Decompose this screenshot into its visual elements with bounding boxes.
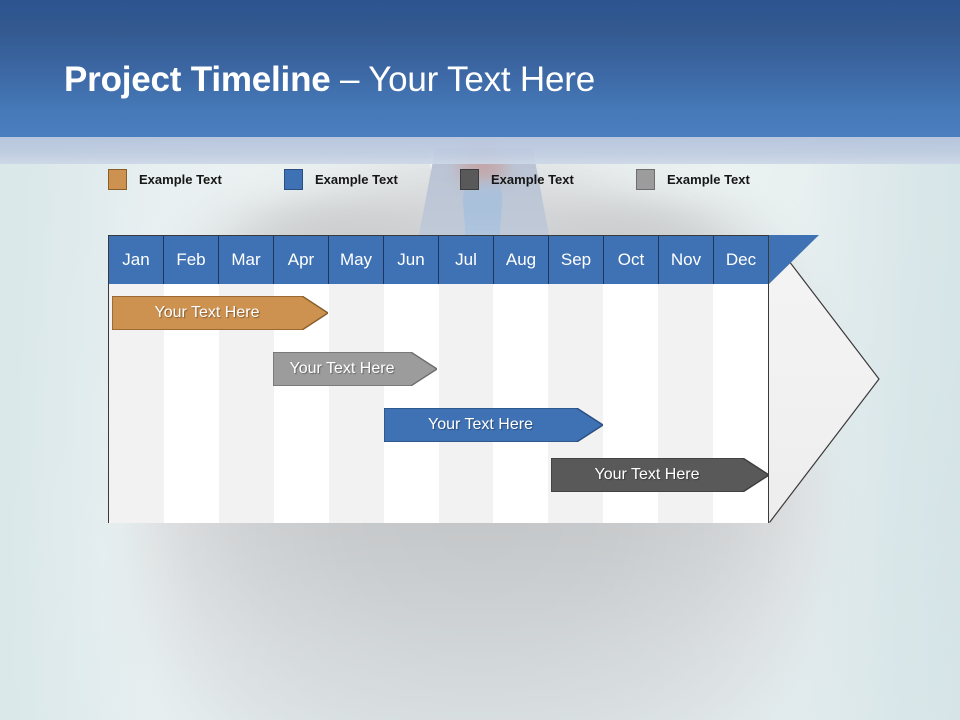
legend-label-2: Example Text bbox=[491, 172, 574, 187]
legend-label-0: Example Text bbox=[139, 172, 222, 187]
legend-item-0[interactable]: Example Text bbox=[108, 169, 222, 190]
month-header-row: Jan Feb Mar Apr May Jun Jul Aug Sep Oct … bbox=[109, 236, 768, 284]
task-bar-3-label: Your Text Here bbox=[594, 466, 700, 483]
legend-swatch-icon-0 bbox=[108, 169, 127, 190]
legend-item-2[interactable]: Example Text bbox=[460, 169, 574, 190]
month-header-aug[interactable]: Aug bbox=[494, 236, 549, 284]
title-bar-accent-band bbox=[0, 137, 960, 164]
legend-item-1[interactable]: Example Text bbox=[284, 169, 398, 190]
month-header-may[interactable]: May bbox=[329, 236, 384, 284]
task-bar-1-shape bbox=[273, 352, 437, 386]
task-bar-2[interactable]: Your Text Here bbox=[384, 408, 603, 442]
month-column-may bbox=[328, 284, 384, 523]
task-bar-0[interactable]: Your Text Here bbox=[112, 296, 328, 330]
month-column-jun bbox=[383, 284, 439, 523]
legend-swatch-icon-2 bbox=[460, 169, 479, 190]
page-title: Project Timeline – Your Text Here bbox=[64, 58, 595, 102]
task-bar-0-shape bbox=[112, 296, 328, 330]
month-header-jul[interactable]: Jul bbox=[439, 236, 494, 284]
month-header-nov[interactable]: Nov bbox=[659, 236, 714, 284]
month-header-sep[interactable]: Sep bbox=[549, 236, 604, 284]
month-header-jun[interactable]: Jun bbox=[384, 236, 439, 284]
task-bar-3-shape bbox=[551, 458, 769, 492]
gantt-chart: Jan Feb Mar Apr May Jun Jul Aug Sep Oct … bbox=[108, 235, 880, 525]
month-column-aug bbox=[493, 284, 549, 523]
month-header-mar[interactable]: Mar bbox=[219, 236, 274, 284]
legend-item-3[interactable]: Example Text bbox=[636, 169, 750, 190]
task-bar-2-shape bbox=[384, 408, 603, 442]
legend-swatch-icon-1 bbox=[284, 169, 303, 190]
month-header-apr[interactable]: Apr bbox=[274, 236, 329, 284]
task-bar-1-label: Your Text Here bbox=[289, 360, 395, 377]
task-bar-2-label: Your Text Here bbox=[428, 416, 533, 433]
timeline-arrow-head-outline bbox=[769, 235, 880, 523]
task-bar-1[interactable]: Your Text Here bbox=[273, 352, 437, 386]
month-column-jul bbox=[438, 284, 494, 523]
month-header-feb[interactable]: Feb bbox=[164, 236, 219, 284]
month-header-oct[interactable]: Oct bbox=[604, 236, 659, 284]
page-title-strong: Project Timeline bbox=[64, 60, 331, 99]
legend-label-3: Example Text bbox=[667, 172, 750, 187]
task-bar-0-label: Your Text Here bbox=[154, 304, 260, 321]
month-header-jan[interactable]: Jan bbox=[109, 236, 164, 284]
task-bar-3[interactable]: Your Text Here bbox=[551, 458, 769, 492]
legend-label-1: Example Text bbox=[315, 172, 398, 187]
month-header-dec[interactable]: Dec bbox=[714, 236, 768, 284]
legend-swatch-icon-3 bbox=[636, 169, 655, 190]
title-bar bbox=[0, 0, 960, 137]
page-title-rest: – Your Text Here bbox=[330, 60, 595, 99]
